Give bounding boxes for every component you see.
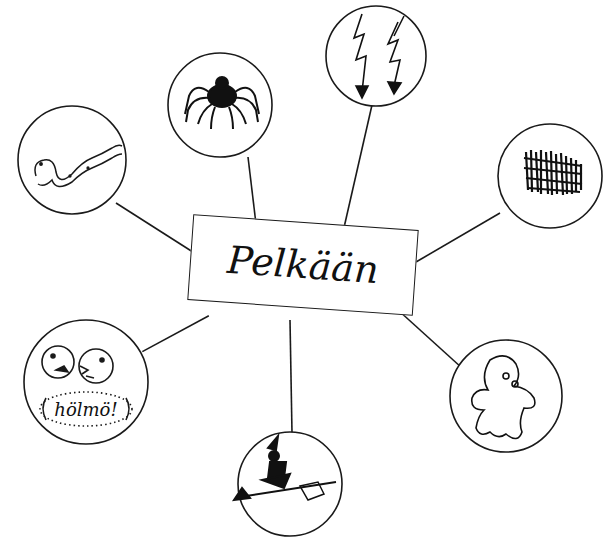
face-right [79, 349, 113, 383]
speech-brackets [43, 398, 129, 420]
ghost-picture-part [512, 381, 518, 387]
picture-circles-part [450, 340, 562, 452]
spoke-lines-part [416, 213, 500, 262]
snake-picture-part [38, 154, 122, 187]
lightning-picture-part [354, 14, 366, 92]
darkness-picture-part [524, 158, 582, 192]
topic-box: Pelkään [187, 214, 418, 316]
witch-picture-part [234, 488, 250, 500]
lightning-picture-part [388, 82, 401, 94]
spoke-lines-part [248, 157, 256, 224]
picture-circles-part [168, 53, 272, 157]
spider-picture-part [216, 77, 228, 89]
witch-picture-part [268, 436, 278, 450]
lightning-picture-part [388, 22, 400, 86]
snake-picture-part [87, 167, 89, 169]
lightning-picture-part [394, 16, 404, 36]
circle-outline [24, 320, 148, 444]
picture-circles [18, 6, 602, 536]
faces-circle: hölmö! [22, 318, 150, 446]
spider-picture-part [229, 107, 233, 129]
spider-picture-part [211, 107, 215, 129]
witch-picture-part [262, 474, 290, 488]
ghost-picture-part [472, 356, 535, 439]
spider-picture-part [198, 104, 212, 124]
speech-text: hölmö! [54, 399, 117, 420]
spider-picture-part [232, 104, 246, 124]
spoke-lines-part [398, 310, 462, 368]
topic-title: Pelkään [226, 238, 380, 292]
picture-circles-part [498, 124, 602, 228]
spoke-lines [116, 105, 500, 433]
mouth [56, 366, 68, 372]
witch-picture [234, 436, 336, 500]
spoke-lines-part [343, 105, 372, 232]
eye [100, 358, 104, 362]
mouth [86, 376, 94, 378]
nose [80, 366, 88, 374]
snake-picture-part [40, 163, 42, 165]
ghost-picture [472, 356, 535, 439]
face-left [42, 346, 74, 378]
speech-oval [40, 392, 132, 426]
snake-picture [35, 145, 122, 186]
snake-picture-part [69, 175, 71, 177]
picture-circles-part [18, 106, 126, 214]
connector-line [142, 316, 208, 352]
spider-picture [185, 77, 259, 129]
eye [51, 354, 55, 358]
ghost-picture-part [503, 373, 509, 379]
spoke-lines-part [116, 203, 196, 254]
picture-circles-part [238, 432, 342, 536]
snake-picture-part [35, 145, 122, 179]
witch-picture-part [269, 451, 279, 461]
picture-circles-part [326, 6, 426, 106]
darkness-picture [524, 150, 582, 195]
faces-picture [22, 318, 150, 446]
witch-picture-part [300, 482, 324, 500]
faces-drawing [24, 320, 148, 444]
spoke-lines-part [290, 320, 292, 433]
lightning-picture [354, 14, 404, 98]
lightning-picture-part [356, 86, 368, 98]
